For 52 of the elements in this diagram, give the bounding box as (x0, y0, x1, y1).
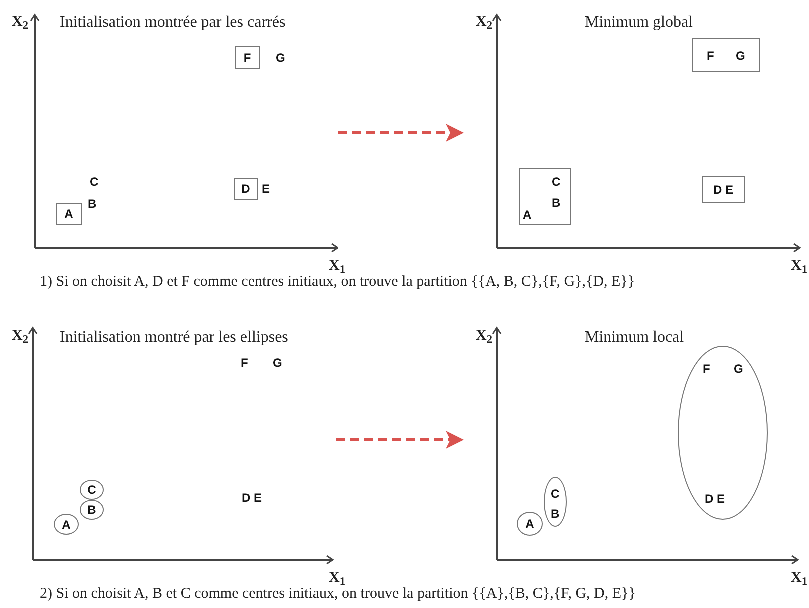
plot-title: Minimum local (585, 328, 684, 348)
point-letter: A (62, 516, 71, 532)
point-letter: C (552, 174, 561, 190)
point-letter: G (273, 355, 282, 371)
point-letter: F (244, 50, 252, 66)
axis-label: X$_{2}$ (12, 14, 28, 30)
cluster-ellipse (54, 514, 79, 535)
axis-label: X$_{1}$ (791, 570, 808, 586)
point-letter: C (90, 174, 99, 190)
point-letter: D (242, 181, 250, 197)
cluster-square (234, 178, 258, 200)
plot-title: Initialisation montré par les ellipses (60, 328, 288, 348)
point-letter: B (551, 506, 560, 522)
plot-title: Minimum global (585, 13, 693, 33)
cluster-square (519, 168, 571, 225)
cluster-square (702, 176, 745, 203)
point-letter: A (526, 516, 534, 532)
cluster-square (235, 46, 260, 69)
point-letter: D E (705, 491, 726, 507)
point-letter: D E (242, 490, 262, 506)
axis-label: X$_{2}$ (476, 14, 492, 30)
point-letter: D E (713, 182, 734, 198)
cluster-ellipse (544, 477, 567, 527)
point-letter: A (64, 206, 74, 222)
point-letter: F (703, 361, 710, 377)
point-letter: A (523, 207, 532, 223)
axis-label: X$_{2}$ (12, 328, 28, 344)
axis-label: X$_{1}$ (329, 258, 346, 274)
cluster-ellipse (517, 512, 543, 536)
point-letter: G (734, 361, 744, 377)
cluster-ellipse (80, 500, 104, 520)
point-letter: G (276, 50, 286, 66)
cluster-square (56, 203, 82, 225)
axis-label: X$_{1}$ (329, 570, 346, 586)
point-letter: C (88, 482, 96, 498)
dashed-arrow (336, 431, 464, 449)
point-letter: G (736, 48, 746, 64)
point-letter: F (241, 355, 248, 371)
point-letter: F (707, 48, 714, 64)
caption-text: 1) Si on choisit A, D et F comme centres initiaux, on trouve la partition {{A, B, C},{F, G},{D, E}} (40, 274, 636, 290)
point-letter: B (88, 196, 97, 212)
point-letter: C (551, 486, 560, 502)
dashed-arrow (338, 124, 464, 142)
point-letter: B (552, 195, 561, 211)
axis-label: X$_{1}$ (791, 258, 808, 274)
plot-title: Initialisation montrée par les carrés (60, 13, 286, 33)
point-letter: E (262, 181, 270, 197)
caption-text: 2) Si on choisit A, B et C comme centres initiaux, on trouve la partition {{A},{B, C},{F, G, D, E}} (40, 586, 636, 602)
axis-label: X$_{2}$ (476, 328, 492, 344)
cluster-square (692, 38, 760, 72)
point-letter: B (88, 502, 96, 518)
cluster-ellipse (80, 480, 104, 500)
